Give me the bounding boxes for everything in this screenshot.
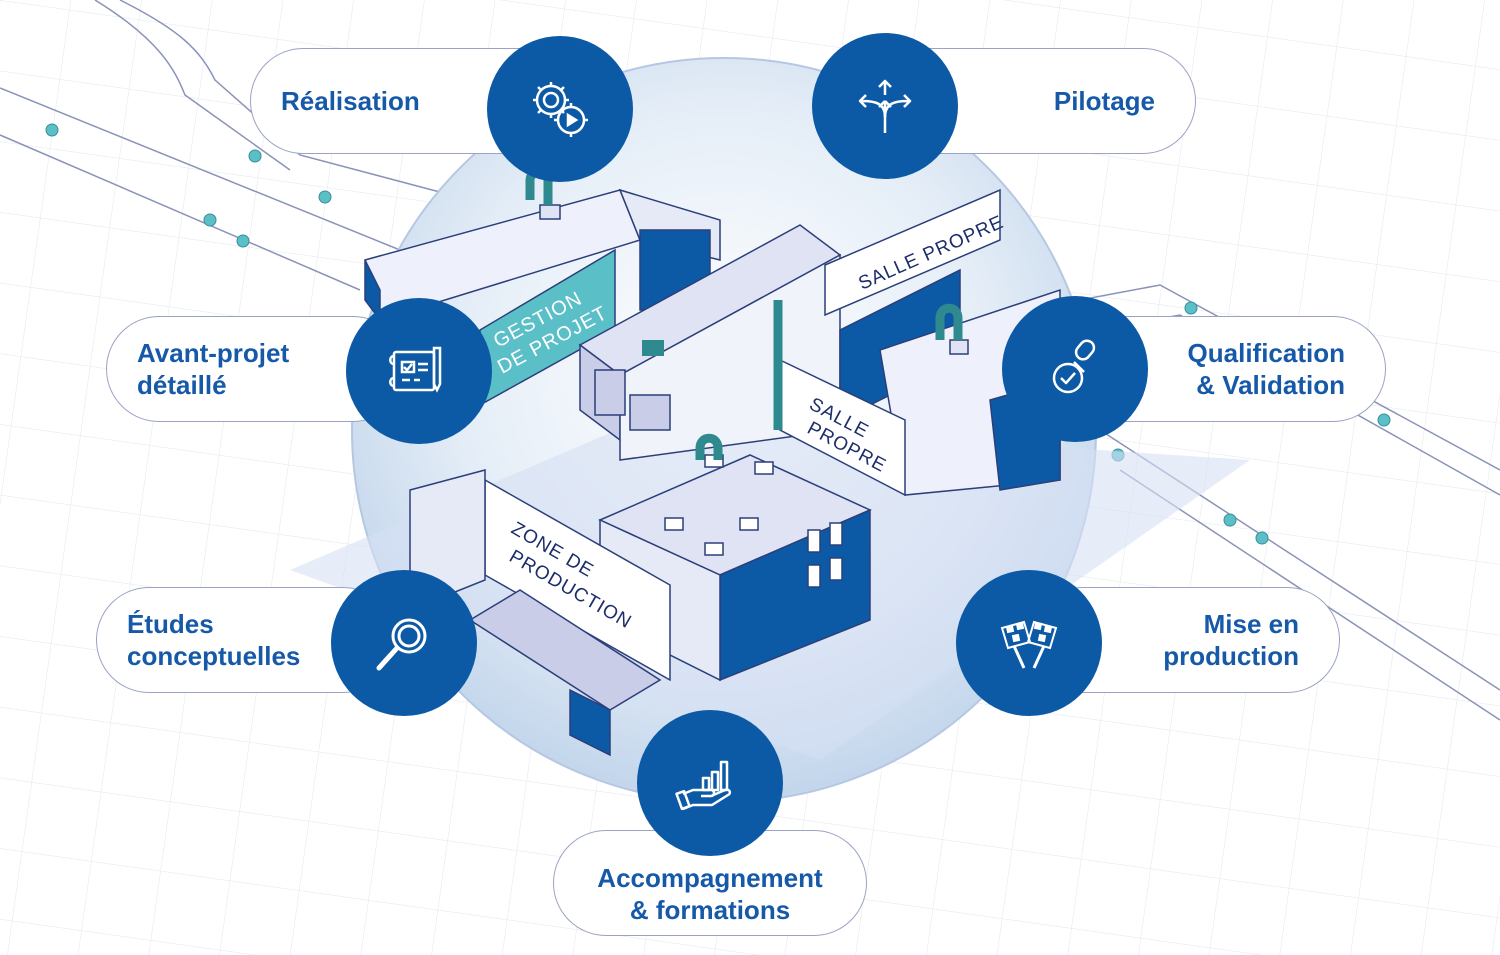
road-left: [0, 0, 471, 291]
disc-qualification[interactable]: [1002, 296, 1148, 442]
service-label-line: Pilotage: [1053, 86, 1155, 116]
disc-mise-en-production[interactable]: [956, 570, 1102, 716]
hand-growth-icon: [675, 760, 732, 811]
service-label-line: Mise en: [1203, 609, 1299, 639]
magnifier-icon: [376, 618, 427, 671]
disc-realisation[interactable]: [487, 36, 633, 182]
disc-etudes[interactable]: [331, 570, 477, 716]
service-label-line: & Validation: [1196, 370, 1345, 400]
teal-vent: [642, 340, 664, 356]
isometric-buildings: [364, 188, 1061, 757]
service-label-line: détaillé: [137, 370, 227, 400]
service-label-line: & formations: [629, 895, 791, 925]
disc-pilotage[interactable]: [812, 33, 958, 179]
gears-icon: [533, 82, 588, 137]
disc-accompagnement[interactable]: [637, 710, 783, 856]
service-label-line: Qualification: [1187, 338, 1345, 368]
disc-avant-projet[interactable]: [346, 298, 492, 444]
service-label-line: Réalisation: [281, 86, 420, 116]
service-label-line: production: [1163, 641, 1299, 671]
blueprint-icon: [389, 346, 442, 393]
split-arrows-icon: [858, 79, 912, 133]
stamp-check-icon: [1052, 339, 1096, 394]
service-label-line: Études: [127, 609, 214, 639]
service-label-line: Accompagnement: [597, 863, 823, 893]
service-label-line: conceptuelles: [127, 641, 301, 671]
checkered-flags-icon: [1000, 620, 1058, 669]
road-markers: [45, 123, 1391, 545]
service-label-line: Avant-projet: [137, 338, 290, 368]
